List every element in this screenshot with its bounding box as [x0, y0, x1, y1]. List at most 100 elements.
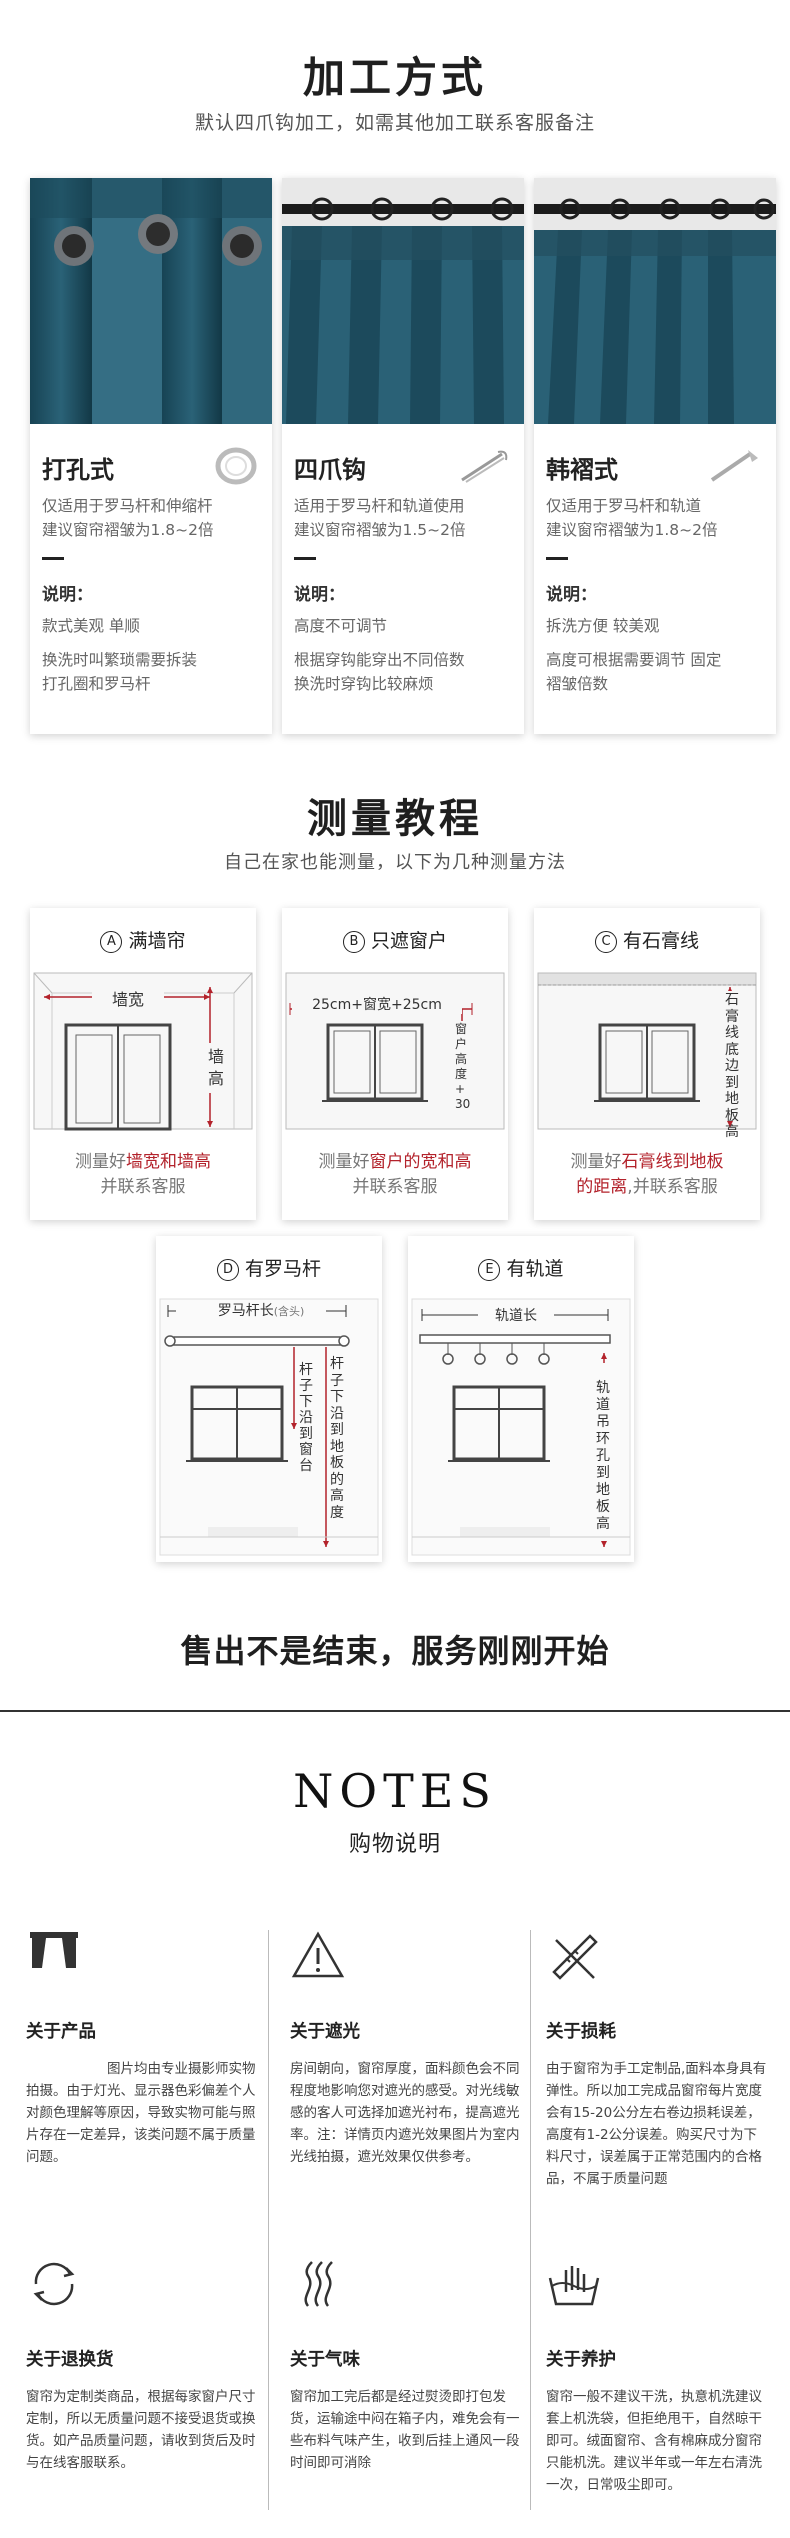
notes-subtitle: 购物说明 — [348, 1832, 441, 1857]
method-desc-2: 建议窗帘褶皱为1.5~2倍 — [294, 521, 466, 539]
measure-subtitle: 自己在家也能测量，以下为几种测量方法 — [224, 852, 566, 873]
notice-body: 图片均由专业摄影师实物拍摄。由于灯光、显示器色彩偏差个人对颜色理解等原因，导致实… — [26, 2061, 256, 2165]
notice-loss: 关于损耗 由于窗帘为手工定制品,面料本身具有弹性。所以加工完成品窗帘每片宽度会有… — [546, 1928, 786, 2188]
desc-text-2: ,并联系客服 — [627, 1177, 718, 1197]
method-card-hook: 四爪钩 适用于罗马杆和轨道使用 建议窗帘褶皱为1.5~2倍 说明： 高度不可调节… — [282, 178, 524, 734]
notice-title: 关于气味 — [290, 2350, 360, 2370]
warning-triangle-icon — [291, 1931, 345, 1978]
service-slogan: 售出不是结束，服务刚刚开始 — [180, 1632, 610, 1670]
desc-text: 测量好 — [318, 1152, 370, 1172]
note-line-1: 拆洗方便 较美观 — [546, 617, 660, 635]
card-title-text: 只遮窗户 — [370, 930, 447, 952]
notice-body: 窗帘为定制类商品，根据每家窗户尺寸定制，所以无质量问题不接受退货或换货。如产品质… — [26, 2389, 256, 2471]
notice-title: 关于遮光 — [290, 2022, 360, 2042]
label-wall-height: 墙高 — [208, 1047, 225, 1088]
method-desc-2: 建议窗帘褶皱为1.8~2倍 — [546, 521, 718, 539]
card-desc: 测量好窗户的宽和高 并联系客服 — [282, 1150, 508, 1200]
note-line-2b: 换洗时穿钩比较麻烦 — [294, 675, 434, 693]
window-only-diagram — [285, 972, 505, 1130]
notice-body: 窗帘加工完后都是经过熨烫即打包发货，运输途中闷在箱子内，难免会有一些布料气味产生… — [290, 2389, 520, 2471]
card-title-text: 有石膏线 — [622, 930, 699, 952]
method-desc-2: 建议窗帘褶皱为1.8~2倍 — [42, 521, 214, 539]
desc-highlight-2: 的距离 — [576, 1177, 628, 1197]
processing-title: 加工方式 — [302, 53, 487, 102]
grommet-curtain-photo — [30, 178, 272, 424]
label-window-width: 25cm+窗宽+25cm — [292, 994, 462, 1014]
grommet-ring-icon — [215, 447, 257, 485]
letter-badge: C — [594, 931, 617, 953]
method-card-grommet: 打孔式 仅适用于罗马杆和伸缩杆 建议窗帘褶皱为1.8~2倍 说明： 款式美观 单… — [30, 178, 272, 734]
notes-title: NOTES — [293, 1764, 497, 1818]
note-line-1: 高度不可调节 — [294, 617, 388, 635]
rod-length-text: 罗马杆长 — [217, 1303, 274, 1319]
notice-product: 关于产品 图片均由专业摄影师实物拍摄。由于灯光、显示器色彩偏差个人对颜色理解等原… — [26, 1928, 266, 2188]
return-exchange-icon — [33, 2262, 75, 2306]
full-wall-diagram — [33, 972, 253, 1131]
method-name: 四爪钩 — [294, 456, 366, 484]
column-divider — [268, 1930, 269, 2510]
rod-length-note: (含头) — [273, 1305, 305, 1318]
roman-rod-diagram — [159, 1298, 379, 1556]
label-wall-width: 墙宽 — [111, 990, 144, 1009]
note-line-2b: 打孔圈和罗马杆 — [42, 675, 151, 693]
label-window-height: 窗户高度+30 — [455, 1022, 471, 1111]
label-track-to-floor: 轨道吊环孔到地板高 — [596, 1380, 610, 1532]
desc-text: 测量好 — [75, 1152, 126, 1172]
plaster-line-diagram — [537, 972, 757, 1130]
label-track-length: 轨道长 — [495, 1308, 537, 1324]
column-divider — [530, 1930, 531, 2510]
curtain-icon — [30, 1932, 78, 1968]
card-title-text: 有罗马杆 — [244, 1258, 321, 1280]
desc-text-2: 并联系客服 — [100, 1177, 186, 1197]
card-desc: 测量好石膏线到地板 的距离,并联系客服 — [534, 1150, 760, 1200]
note-line-2b: 褶皱倍数 — [546, 675, 609, 693]
notice-title: 关于损耗 — [546, 2022, 616, 2042]
measure-title: 测量教程 — [307, 796, 483, 842]
hook-curtain-photo — [282, 178, 524, 424]
letter-badge: E — [478, 1259, 501, 1281]
pleat-curtain-photo — [534, 178, 776, 424]
notice-smell: 关于气味 窗帘加工完后都是经过熨烫即打包发货，运输途中闷在箱子内，难免会有一些布… — [290, 2256, 530, 2506]
notice-body: 窗帘一般不建议干洗，执意机洗建议套上机洗袋，但拒绝甩干，自然晾干即可。绒面窗帘、… — [546, 2389, 762, 2493]
track-diagram — [411, 1298, 631, 1556]
divider-dash — [42, 557, 64, 560]
desc-highlight: 墙宽和墙高 — [126, 1152, 211, 1172]
notice-body: 由于窗帘为手工定制品,面料本身具有弹性。所以加工完成品窗帘每片宽度会有15-20… — [546, 2061, 767, 2187]
notice-title: 关于产品 — [26, 2022, 96, 2042]
label-plaster-height: 石膏线底边到地板高 — [725, 992, 739, 1140]
label-rod-to-sill: 杆子下沿到窗台 — [299, 1362, 313, 1474]
notice-title: 关于养护 — [546, 2350, 616, 2370]
desc-highlight: 石膏线到地板 — [621, 1152, 724, 1172]
card-title-text: 有轨道 — [506, 1258, 564, 1280]
method-desc-1: 适用于罗马杆和轨道使用 — [294, 497, 465, 515]
desc-text-2: 并联系客服 — [352, 1177, 438, 1197]
label-rod-to-floor: 杆子下沿到地板的高度 — [330, 1356, 344, 1521]
note-line-2a: 根据穿钩能穿出不同倍数 — [294, 651, 465, 669]
method-name: 打孔式 — [42, 456, 114, 484]
notice-blackout: 关于遮光 房间朝向，窗帘厚度，面料颜色会不同程度地影响您对遮光的感受。对光线敏感… — [290, 1928, 530, 2188]
label-rod-length: 罗马杆长(含头) — [176, 1300, 346, 1320]
card-title-text: 满墙帘 — [128, 930, 186, 952]
smell-wave-icon — [304, 2261, 333, 2307]
note-line-1: 款式美观 单顺 — [42, 617, 140, 635]
desc-highlight: 窗户的宽和高 — [369, 1152, 472, 1172]
letter-badge: B — [342, 931, 365, 953]
four-claw-hook-icon — [461, 450, 508, 483]
notice-body: 房间朝向，窗帘厚度，面料颜色会不同程度地影响您对遮光的感受。对光线敏感的客人可选… — [290, 2061, 520, 2165]
pleat-tape-icon — [710, 450, 758, 482]
card-desc: 测量好墙宽和墙高 并联系客服 — [30, 1150, 256, 1200]
desc-text: 测量好 — [570, 1152, 622, 1172]
section-divider — [0, 1710, 790, 1712]
note-title: 说明： — [42, 585, 93, 605]
